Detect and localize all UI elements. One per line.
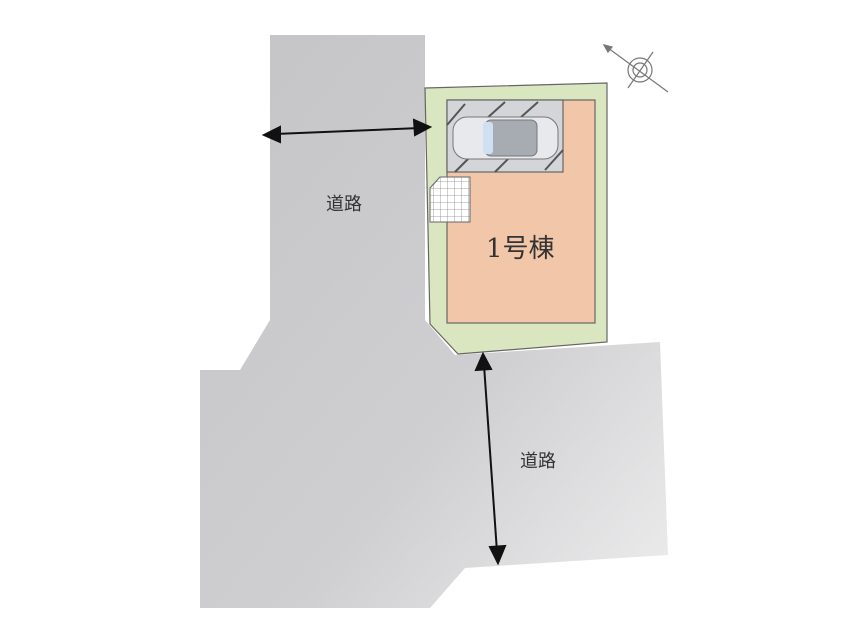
car-icon <box>452 116 559 160</box>
frontage-arrow-south <box>474 351 507 566</box>
road-label-north: 道路 <box>326 194 362 215</box>
building-label: 1号棟 <box>486 234 555 264</box>
road-label-south: 道路 <box>520 451 556 472</box>
entrance-porch <box>429 176 471 223</box>
compass-icon <box>602 44 669 93</box>
road <box>200 35 668 608</box>
frontage-arrow-north <box>261 118 433 144</box>
